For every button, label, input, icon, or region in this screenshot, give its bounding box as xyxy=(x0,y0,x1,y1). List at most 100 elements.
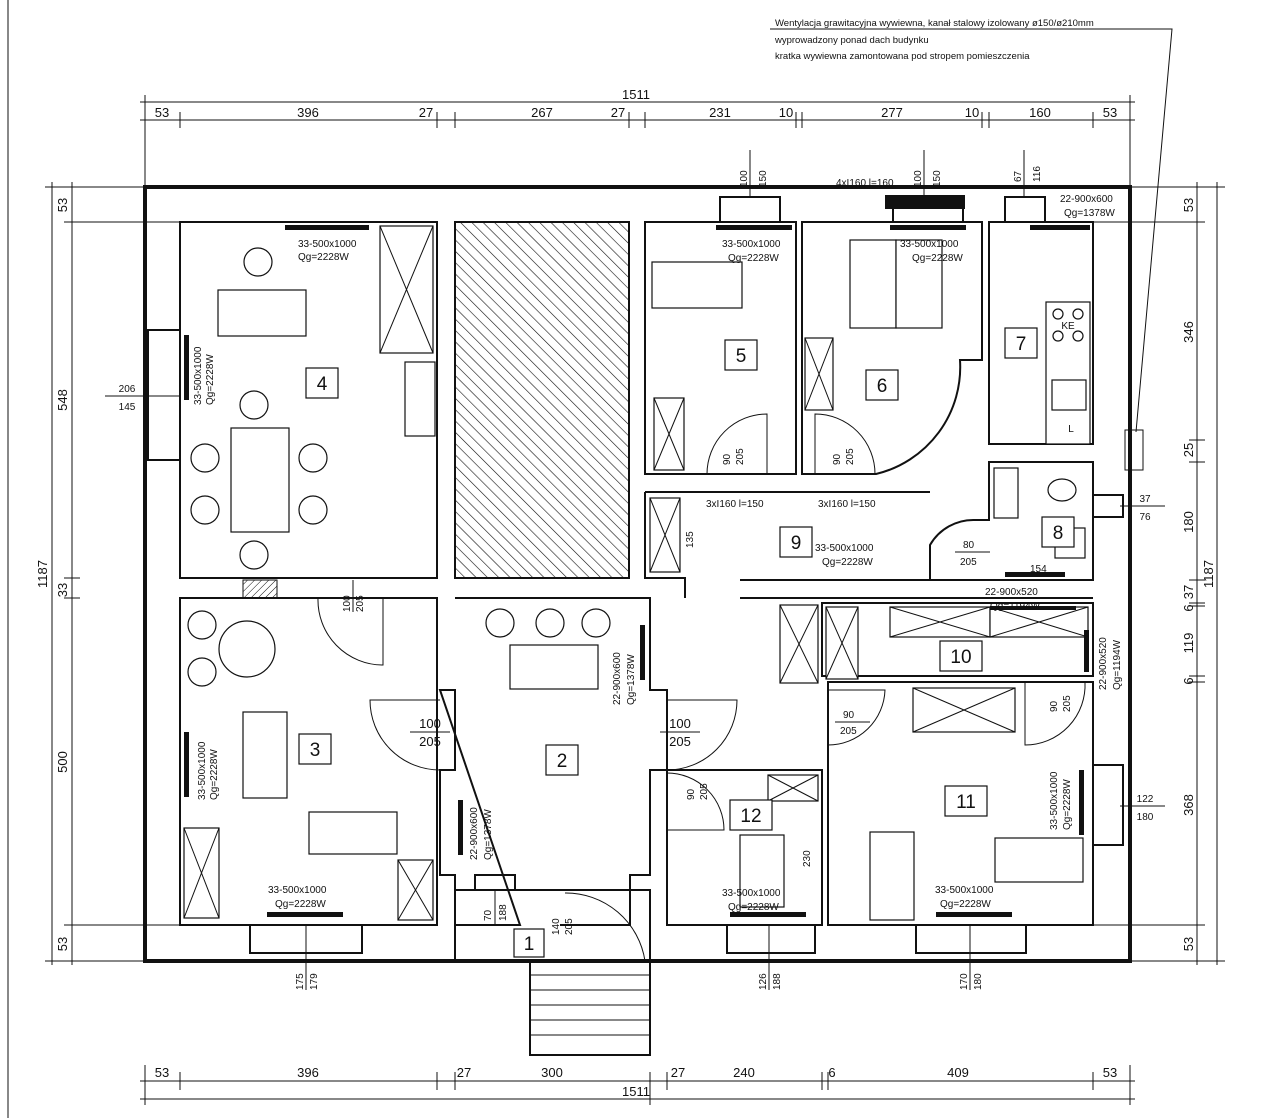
note-line-2: wyprowadzony ponad dach budynku xyxy=(774,35,929,46)
dim-right-1: 346 xyxy=(1181,321,1196,343)
dim-bottom-0: 53 xyxy=(155,1065,169,1080)
bottom-dimensions: 53 396 27 300 27 240 6 409 53 1511 xyxy=(140,1065,1135,1105)
window-label-w5-h: 150 xyxy=(758,170,769,187)
room-number-4: 4 xyxy=(317,374,328,395)
radiator-label-r9-b: Qg=2228W xyxy=(822,557,873,568)
room-number-2: 2 xyxy=(557,751,568,772)
doors xyxy=(317,413,1086,962)
door-label-d4-w: 100 xyxy=(342,595,353,612)
window-labels: 206 145 175 179 126 188 170 180 122 180 … xyxy=(105,150,1165,990)
radiator-bars xyxy=(184,195,1144,917)
radiator-label-r11bot-a: 33-500x1000 xyxy=(935,885,994,896)
window-label-w6-h: 150 xyxy=(932,170,943,187)
radiator-labels: 33-500x1000 Qg=2228W 33-500x1000 Qg=2228… xyxy=(193,194,1123,913)
radiator-label-r7-b: Qg=1378W xyxy=(1064,208,1115,219)
misc-labels: 4xI160 l=160 3xI160 l=150 3xI160 l=150 1… xyxy=(685,178,1047,867)
door-label-d5-w: 90 xyxy=(722,453,733,465)
window-label-w11r-w: 122 xyxy=(1137,794,1154,805)
window-label-w11b-h: 180 xyxy=(973,973,984,990)
door-label-d6-h: 205 xyxy=(845,448,856,465)
radiator-label-r10-b: Qg=1194W xyxy=(990,601,1041,612)
door-label-d1-w: 140 xyxy=(551,918,562,935)
door-label-d11r-w: 90 xyxy=(1049,700,1060,712)
dim-bottom-4: 27 xyxy=(671,1065,685,1080)
window-room-4 xyxy=(147,329,181,461)
radiator-label-r12-b: Qg=2228W xyxy=(728,902,779,913)
window-label-w4-h: 145 xyxy=(119,402,136,413)
door-label-d2r-w: 100 xyxy=(669,716,691,731)
dim-top-3: 267 xyxy=(531,105,553,120)
ventilation-note: Wentylacja grawitacyjna wywiewna, kanał … xyxy=(770,18,1173,433)
radiator-label-r3bot-b: Qg=2228W xyxy=(275,899,326,910)
door-room-2-left xyxy=(369,699,441,771)
room-number-1: 1 xyxy=(524,934,535,955)
dim-top-0: 53 xyxy=(155,105,169,120)
dim-bottom-1: 396 xyxy=(297,1065,319,1080)
window-label-w12-h: 188 xyxy=(772,973,783,990)
dim-bottom-8: 53 xyxy=(1103,1065,1117,1080)
room-number-5: 5 xyxy=(736,346,747,367)
top-dimensions: 1511 53 396 27 267 27 231 10 277 10 160 … xyxy=(140,87,1135,185)
radiator-label-r6-a: 33-500x1000 xyxy=(900,239,959,250)
note-line-3: kratka wywiewna zamontowana pod stropem … xyxy=(775,51,1030,62)
chimney-block xyxy=(242,579,278,599)
dim-top-9: 160 xyxy=(1029,105,1051,120)
window-label-w1-w: 70 xyxy=(483,909,494,921)
window-label-w3-w: 175 xyxy=(295,973,306,990)
dim-bottom-6: 6 xyxy=(828,1065,835,1080)
door-label-d11l-w: 90 xyxy=(843,710,855,721)
vent-top-label: 4xI160 l=160 xyxy=(836,178,894,189)
radiator-label-r7-a: 22-900x600 xyxy=(1060,194,1113,205)
dim-bottom-3: 300 xyxy=(541,1065,563,1080)
window-label-w1-h: 188 xyxy=(498,904,509,921)
window-label-w8-w: 37 xyxy=(1139,494,1151,505)
door-label-d2l-w: 100 xyxy=(419,716,441,731)
dim-bottom-2: 27 xyxy=(457,1065,471,1080)
window-room-5 xyxy=(719,196,781,223)
window-label-w8-h: 76 xyxy=(1139,512,1151,523)
dim-top-6: 10 xyxy=(779,105,793,120)
radiator-label-r12-a: 33-500x1000 xyxy=(722,888,781,899)
dim-left-3: 500 xyxy=(55,751,70,773)
room-number-10: 10 xyxy=(950,647,971,668)
door-label-d8-h: 205 xyxy=(960,557,977,568)
window-room-12 xyxy=(726,924,816,954)
door-room-11-left xyxy=(827,689,886,746)
radiator-label-r2left-b: Qg=1378W xyxy=(483,809,494,860)
dim-right-5: 6 xyxy=(1181,604,1196,611)
right-dimensions: 1187 53 346 25 180 37 6 119 6 368 53 xyxy=(1093,182,1225,965)
door-label-d8-w: 80 xyxy=(963,540,975,551)
door-label-d2l-h: 205 xyxy=(419,734,441,749)
room-9-walls xyxy=(644,491,1093,599)
dim-bottom-7: 409 xyxy=(947,1065,969,1080)
side-label-154: 154 xyxy=(1030,564,1047,575)
door-room-5 xyxy=(706,413,768,475)
room-number-8: 8 xyxy=(1053,523,1064,544)
room-6-walls xyxy=(801,221,983,475)
window-room-8 xyxy=(1092,494,1124,518)
radiator-label-r10v-a: 22-900x520 xyxy=(1098,637,1109,690)
radiator-label-r5-b: Qg=2228W xyxy=(728,253,779,264)
window-room-7 xyxy=(1004,196,1046,223)
dim-top-10: 53 xyxy=(1103,105,1117,120)
radiator-label-r4left-b: Qg=2228W xyxy=(205,354,216,405)
room-number-3: 3 xyxy=(310,740,321,761)
door-room-11-right xyxy=(1024,681,1086,746)
furniture: KE L xyxy=(183,225,1091,921)
radiator-label-r3bot-a: 33-500x1000 xyxy=(268,885,327,896)
door-label-d2r-h: 205 xyxy=(669,734,691,749)
radiator-label-r2top-a: 22-900x600 xyxy=(612,652,623,705)
window-label-w7-w: 67 xyxy=(1013,170,1024,182)
radiator-label-r2top-b: Qg=1378W xyxy=(626,654,637,705)
door-label-d5-h: 205 xyxy=(735,448,746,465)
dim-right-7: 6 xyxy=(1181,677,1196,684)
dim-left-total: 1187 xyxy=(35,560,50,588)
window-label-w4-w: 206 xyxy=(119,384,136,395)
window-label-w11r-h: 180 xyxy=(1137,812,1154,823)
window-room-1 xyxy=(474,874,516,891)
dim-right-8: 368 xyxy=(1181,794,1196,816)
door-label-d12-h: 205 xyxy=(699,783,710,800)
window-label-w6-w: 100 xyxy=(913,170,924,187)
window-label-w3-h: 179 xyxy=(309,973,320,990)
radiator-label-r11right-b: Qg=2228W xyxy=(1062,779,1073,830)
